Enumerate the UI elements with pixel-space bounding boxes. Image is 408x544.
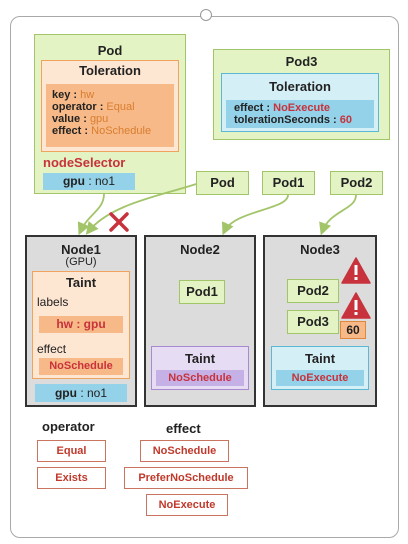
- node1-box: Node1 (GPU) Taint labels hw : gpu effect…: [25, 235, 137, 407]
- node1-taint-box: Taint labels hw : gpu effect NoSchedule: [32, 271, 130, 379]
- node1-effect-label: effect: [37, 342, 67, 356]
- node-selector-label: nodeSelector: [43, 155, 126, 170]
- node2-pod1: Pod1: [179, 280, 225, 304]
- pod-effect-row: effect : NoSchedule: [52, 125, 152, 137]
- top-handle: [200, 9, 212, 21]
- legend-effect-prefernoschedule: PreferNoSchedule: [124, 467, 248, 489]
- pod3-toleration-box: Toleration effect : NoExecute toleration…: [221, 73, 379, 132]
- pod3-toleration-fields: effect : NoExecute tolerationSeconds : 6…: [226, 100, 374, 128]
- node3-taint-effect: NoExecute: [276, 370, 364, 386]
- pod-operator-row: operator : Equal: [52, 101, 135, 113]
- node3-timer-badge: 60: [340, 321, 366, 339]
- pod-tag: Pod: [196, 171, 249, 195]
- node3-pod2: Pod2: [287, 279, 339, 303]
- pod1-tag: Pod1: [262, 171, 315, 195]
- node2-box: Node2 Pod1 Taint NoSchedule: [144, 235, 256, 407]
- pod3-toleration-title: Toleration: [269, 79, 331, 94]
- node3-taint-title: Taint: [304, 351, 336, 366]
- pod-toleration-box: Toleration key : hw operator : Equal val…: [41, 60, 179, 152]
- node3-pod3: Pod3: [287, 310, 339, 334]
- legend-effect-title: effect: [166, 421, 201, 436]
- pod-title: Pod: [97, 43, 123, 58]
- node1-footer-label: gpu : no1: [35, 384, 127, 402]
- node2-title: Node2: [180, 242, 220, 257]
- node2-taint-title: Taint: [184, 351, 216, 366]
- pod2-tag: Pod2: [330, 171, 383, 195]
- node1-title: Node1: [61, 242, 101, 257]
- pod-key-row: key : hw: [52, 89, 95, 101]
- pod-value-row: value : gpu: [52, 113, 109, 125]
- warning-triangle-icon: [341, 292, 371, 319]
- pod3-seconds-row: tolerationSeconds : 60: [234, 114, 353, 126]
- node1-labels-value: hw : gpu: [39, 316, 123, 333]
- pod3-effect-row: effect : NoExecute: [234, 102, 330, 114]
- node1-labels-label: labels: [37, 295, 69, 309]
- pod3-box: Pod3 Toleration effect : NoExecute toler…: [213, 49, 390, 140]
- node3-title: Node3: [300, 242, 340, 257]
- node3-box: Node3 Pod2 Pod3 60 Taint NoExecute: [263, 235, 377, 407]
- legend-operator-exists: Exists: [37, 467, 106, 489]
- legend-effect-noschedule: NoSchedule: [140, 440, 229, 462]
- pod-box: Pod Toleration key : hw operator : Equal…: [34, 34, 186, 194]
- pod-toleration-title: Toleration: [79, 63, 141, 78]
- node3-taint-box: Taint NoExecute: [271, 346, 369, 390]
- node2-taint-box: Taint NoSchedule: [151, 346, 249, 390]
- warning-triangle-icon: [341, 257, 371, 284]
- pod3-title: Pod3: [285, 54, 318, 69]
- node1-effect-value: NoSchedule: [39, 358, 123, 375]
- node1-taint-title: Taint: [65, 275, 97, 290]
- legend-operator-equal: Equal: [37, 440, 106, 462]
- pod-toleration-fields: key : hw operator : Equal value : gpu ef…: [46, 84, 174, 147]
- legend-operator-title: operator: [42, 419, 95, 434]
- node2-taint-effect: NoSchedule: [156, 370, 244, 386]
- node1-subtitle: (GPU): [65, 256, 97, 268]
- legend-effect-noexecute: NoExecute: [146, 494, 228, 516]
- node-selector-value: gpu : no1: [43, 173, 135, 190]
